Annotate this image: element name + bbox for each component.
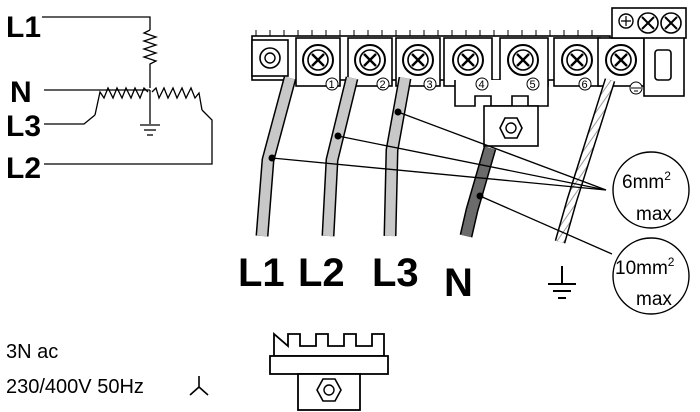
supply-star-diagram <box>42 16 213 165</box>
terminal-number-5: 5 <box>530 79 536 91</box>
leader-dots <box>268 108 484 200</box>
screw-terminal-icon <box>401 43 435 77</box>
terminal-number-3: 3 <box>427 79 433 91</box>
nut-icon <box>499 117 523 139</box>
cable-l2 <box>321 76 359 237</box>
terminal-number-2: 2 <box>380 79 386 91</box>
neutral-bridge-link <box>269 332 389 411</box>
terminal-number-1: 1 <box>329 79 335 91</box>
supply-label-l2: L2 <box>6 152 41 185</box>
screw-terminal-icon <box>301 43 335 77</box>
cable-l1 <box>255 76 297 237</box>
earth-ground-icon <box>548 266 576 299</box>
phase-size-label: 6mm2 <box>622 169 671 193</box>
cable-earth <box>554 78 616 244</box>
callout-phase-bubble <box>612 151 690 229</box>
phase-max-label: max <box>636 204 672 225</box>
l1-winding <box>141 29 159 88</box>
cable-l3 <box>383 76 412 237</box>
star-connection-icon <box>189 376 209 396</box>
neutral-max-label: max <box>636 289 672 310</box>
screw-terminal-icon <box>353 43 387 77</box>
bridge-nut-icon <box>316 378 342 402</box>
cable-neutral <box>459 146 497 238</box>
screw-terminal-icon <box>560 43 594 77</box>
terminal-block <box>251 7 687 147</box>
leader-lines <box>271 111 613 255</box>
cable-label-l3: L3 <box>372 251 419 295</box>
cable-label-n: N <box>444 261 473 305</box>
supply-label-n: N <box>10 76 32 109</box>
l3-winding <box>94 86 149 116</box>
terminal-number-4: 4 <box>479 79 485 91</box>
screw-terminal-icon <box>506 43 540 77</box>
screw-terminal-icon <box>604 43 638 77</box>
terminal-number-tags <box>325 77 643 95</box>
cable-label-l1: L1 <box>238 251 285 295</box>
supply-label-l1: L1 <box>6 11 41 44</box>
callout-neutral-bubble <box>612 237 690 315</box>
ground-symbol-icon <box>140 124 160 136</box>
supply-spec-line1: 3N ac <box>6 341 58 363</box>
cable-label-l2: L2 <box>298 251 345 295</box>
l2-winding <box>151 86 203 111</box>
screw-terminal-icon <box>451 43 485 77</box>
end-cap-screw-icon <box>259 47 281 69</box>
neutral-size-label: 10mm2 <box>615 255 675 279</box>
supply-spec-line2: 230/400V 50Hz <box>6 376 144 398</box>
earth-terminal-screw-icon <box>618 12 682 34</box>
terminal-number-6: 6 <box>582 79 588 91</box>
supply-label-l3: L3 <box>6 110 41 143</box>
